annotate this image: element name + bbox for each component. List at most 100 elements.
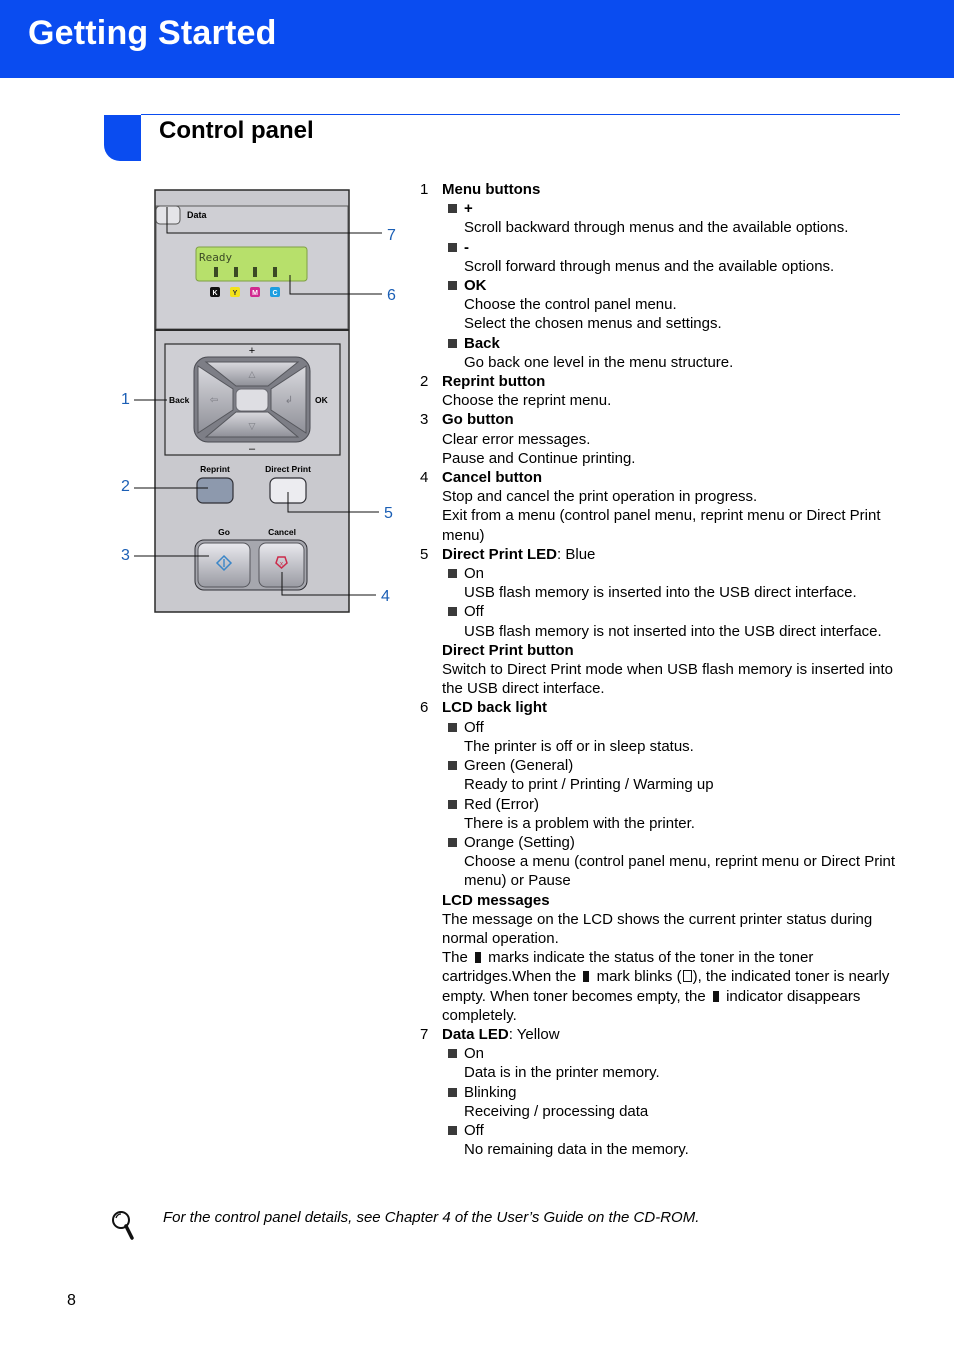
plus-label: + <box>249 345 255 357</box>
svg-text:C: C <box>272 290 277 297</box>
bullet-icon <box>442 1083 464 1121</box>
direct-print-label: Direct Print <box>265 464 311 474</box>
item-number: 6 <box>420 699 429 717</box>
svg-text:K: K <box>212 290 217 297</box>
data-led-label: Data <box>187 210 208 220</box>
svg-text:Y: Y <box>233 290 238 297</box>
minus-button[interactable] <box>204 411 300 438</box>
minus-label: – <box>249 443 256 455</box>
ok-button[interactable] <box>270 365 307 434</box>
toner-paragraph: The marks indicate the status of the ton… <box>442 949 890 1024</box>
go-label: Go <box>218 527 230 537</box>
callout-2: 2 <box>121 478 130 495</box>
item-number: 1 <box>420 181 429 198</box>
plus-button[interactable] <box>204 361 300 387</box>
toner-mark-icon <box>583 971 590 983</box>
lcd-toner-marks <box>214 267 277 277</box>
enter-arrow-icon: ↲ <box>285 395 293 406</box>
svg-text:x: x <box>280 562 283 568</box>
note-text: For the control panel details, see Chapt… <box>163 1209 700 1226</box>
cancel-icon: x <box>275 556 288 570</box>
bullet-icon <box>442 795 464 833</box>
toner-mark-icon <box>712 990 719 1002</box>
item-number: 3 <box>420 411 429 429</box>
callout-5: 5 <box>384 505 393 522</box>
reprint-label: Reprint <box>200 464 230 474</box>
callout-7: 7 <box>387 227 396 244</box>
sub-item: +Scroll backward through menus and the a… <box>442 199 900 237</box>
section-tab <box>104 115 141 161</box>
page-number: 8 <box>67 1292 76 1309</box>
section-rule <box>141 114 900 115</box>
header-title: Getting Started <box>28 14 277 52</box>
item-number: 5 <box>420 545 429 563</box>
sub-item: Red (Error)There is a problem with the p… <box>442 795 900 833</box>
callout-lines <box>134 207 382 596</box>
bullet-icon <box>442 1121 464 1159</box>
cancel-label: Cancel <box>268 527 296 537</box>
lcd-display <box>195 246 308 282</box>
toner-indicator-y: Y <box>230 287 240 297</box>
item-subtitle: LCD messages <box>442 891 550 909</box>
toner-indicator-m: M <box>250 287 260 297</box>
item-title: Reprint button <box>442 373 546 391</box>
callout-1: 1 <box>121 391 130 408</box>
sub-item: -Scroll forward through menus and the av… <box>442 238 900 276</box>
bullet-icon <box>442 833 464 891</box>
control-panel-illustration: Data Ready K Y M C + – △ ▽ ⇦ ↲ Back OK R… <box>121 189 396 613</box>
callout-4: 4 <box>381 588 390 605</box>
item-number: 2 <box>420 373 429 391</box>
item-title: Go button <box>442 411 514 429</box>
control-descriptions: 1 Menu buttons +Scroll backward through … <box>420 180 900 1159</box>
toner-blink-icon <box>682 970 692 983</box>
item-title: Direct Print LED: Blue <box>442 545 596 563</box>
back-label: Back <box>169 395 190 405</box>
ok-label: OK <box>315 395 329 405</box>
back-arrow-icon: ⇦ <box>210 395 218 406</box>
bullet-icon <box>442 1044 464 1082</box>
item-title: Menu buttons <box>442 181 541 198</box>
data-led <box>155 205 181 225</box>
sub-item: Green (General)Ready to print / Printing… <box>442 756 900 794</box>
bullet-icon <box>442 564 464 602</box>
item-go-button: 3 Go button Clear error messages. Pause … <box>420 410 900 468</box>
bullet-icon <box>442 718 464 756</box>
go-icon <box>215 554 233 572</box>
item-menu-buttons: 1 Menu buttons +Scroll backward through … <box>420 180 900 372</box>
center-button[interactable] <box>235 388 269 412</box>
bullet-icon <box>442 199 464 237</box>
item-title: LCD back light <box>442 699 548 717</box>
item-subtitle: Direct Print button <box>442 641 574 659</box>
item-title: Data LED: Yellow <box>442 1025 560 1043</box>
toner-mark-icon <box>475 952 482 964</box>
up-arrow-icon: △ <box>249 369 256 379</box>
sub-item: Orange (Setting)Choose a menu (control p… <box>442 833 900 891</box>
bullet-icon <box>442 334 464 372</box>
toner-indicator-c: C <box>270 287 280 297</box>
item-number: 7 <box>420 1025 429 1043</box>
header-banner: Getting Started <box>0 0 954 78</box>
magnifier-icon <box>112 1211 134 1240</box>
item-title: Cancel button <box>442 469 542 487</box>
bullet-icon <box>442 238 464 276</box>
bullet-icon <box>442 276 464 334</box>
item-reprint-button: 2 Reprint button Choose the reprint menu… <box>420 372 900 410</box>
reprint-button[interactable] <box>196 477 234 504</box>
bullet-icon <box>442 602 464 640</box>
callout-3: 3 <box>121 547 130 564</box>
callout-6: 6 <box>387 287 396 304</box>
back-button[interactable] <box>197 365 234 434</box>
bullet-icon <box>442 756 464 794</box>
toner-indicator-k: K <box>210 287 220 297</box>
svg-text:M: M <box>252 290 258 297</box>
